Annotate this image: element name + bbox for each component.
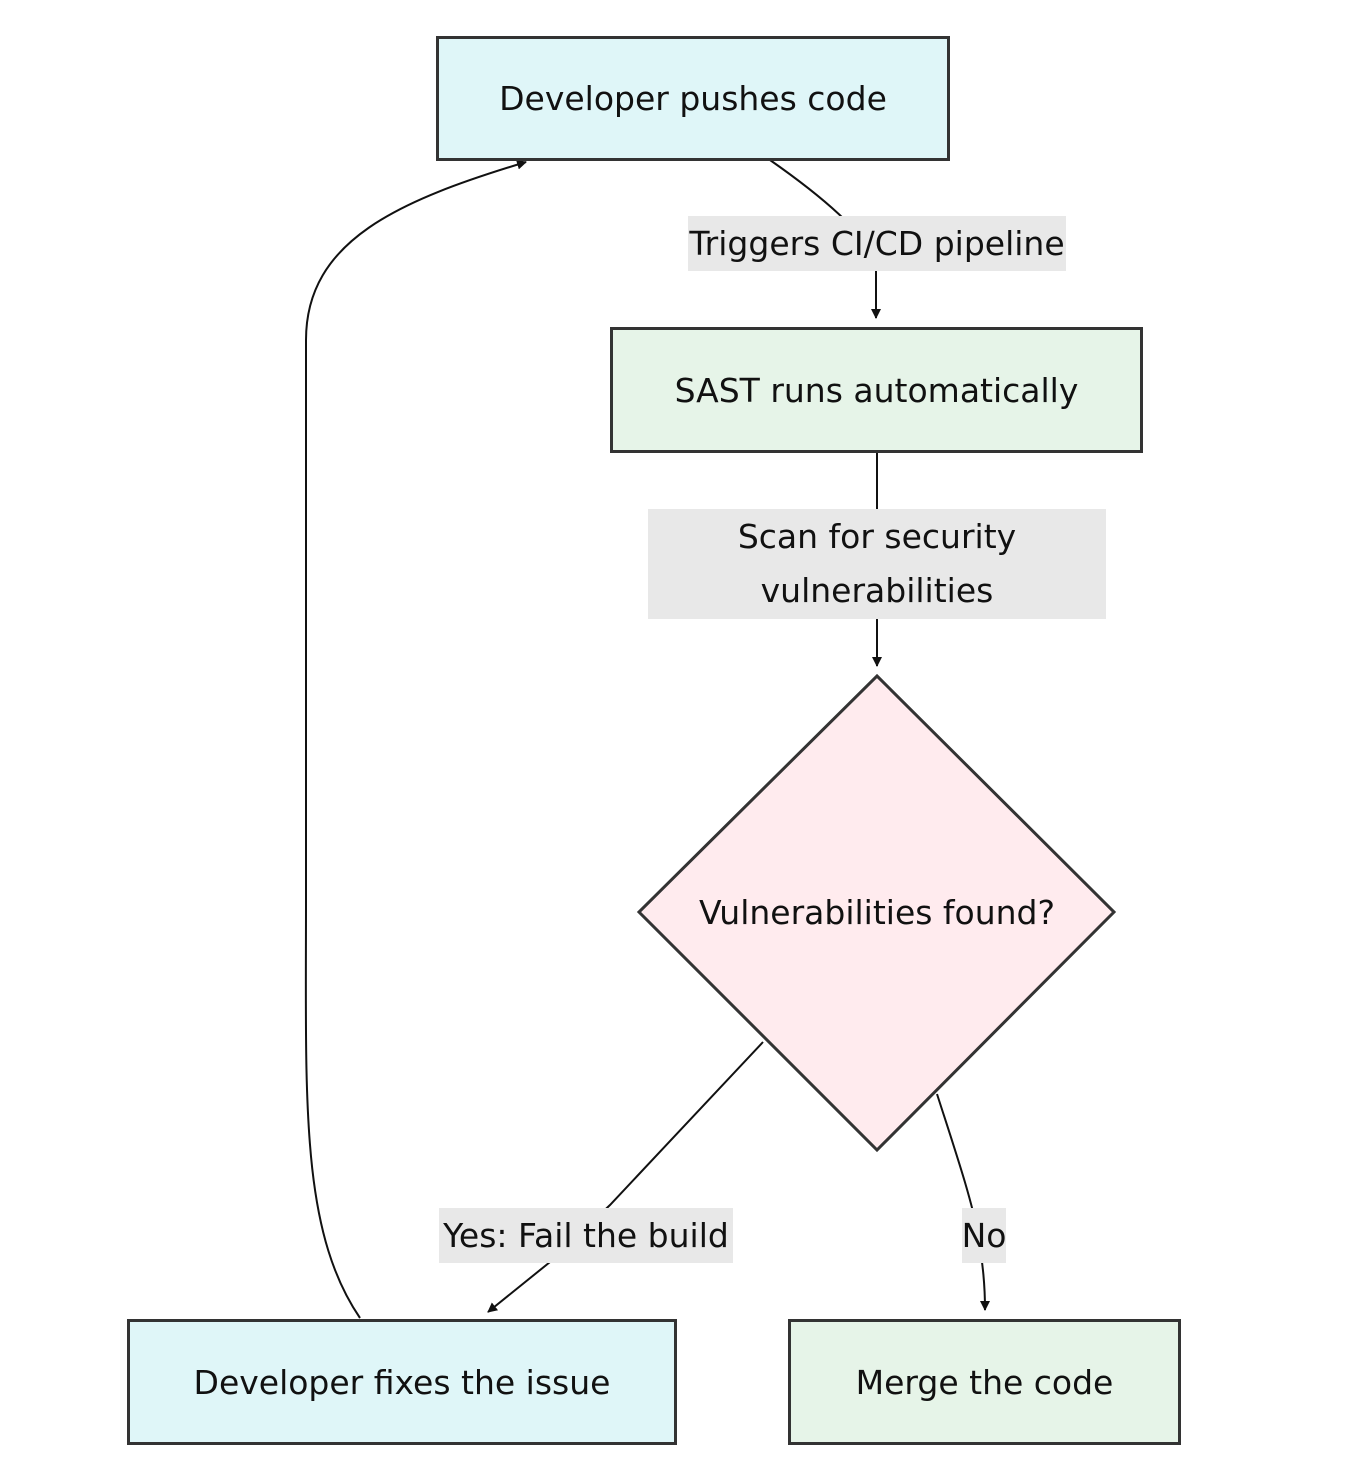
node-vulnerabilities-found-label: Vulnerabilities found? bbox=[698, 892, 1056, 932]
node-developer-fixes-the-issue-label: Developer fixes the issue bbox=[193, 1362, 611, 1402]
edge-label-scan: Scan for security vulnerabilities bbox=[648, 509, 1106, 619]
node-vulnerabilities-found: Vulnerabilities found? bbox=[660, 880, 1094, 944]
node-developer-pushes-code: Developer pushes code bbox=[436, 36, 950, 161]
edge-fix-to-push bbox=[304, 159, 527, 1319]
node-sast-runs-automatically: SAST runs automatically bbox=[610, 327, 1143, 453]
node-developer-pushes-code-label: Developer pushes code bbox=[499, 79, 887, 118]
node-developer-fixes-the-issue: Developer fixes the issue bbox=[127, 1319, 677, 1445]
edge-decision-to-fix bbox=[487, 1041, 764, 1313]
edge-label-no: No bbox=[962, 1208, 1006, 1263]
edge-label-triggers-text: Triggers CI/CD pipeline bbox=[689, 223, 1065, 263]
edge-label-yes-text: Yes: Fail the build bbox=[443, 1215, 729, 1255]
decision-diamond-shape bbox=[636, 673, 1117, 1153]
edge-label-yes: Yes: Fail the build bbox=[439, 1208, 733, 1263]
edge-label-triggers: Triggers CI/CD pipeline bbox=[688, 216, 1066, 271]
node-merge-the-code: Merge the code bbox=[788, 1319, 1181, 1445]
edge-label-scan-line1: Scan for security bbox=[737, 517, 1017, 556]
node-merge-the-code-label: Merge the code bbox=[855, 1362, 1114, 1402]
edge-label-no-text: No bbox=[961, 1215, 1007, 1255]
edge-label-scan-line2: vulnerabilities bbox=[760, 571, 994, 610]
edge-decision-to-merge bbox=[936, 1093, 990, 1311]
node-sast-runs-automatically-label: SAST runs automatically bbox=[674, 370, 1079, 410]
